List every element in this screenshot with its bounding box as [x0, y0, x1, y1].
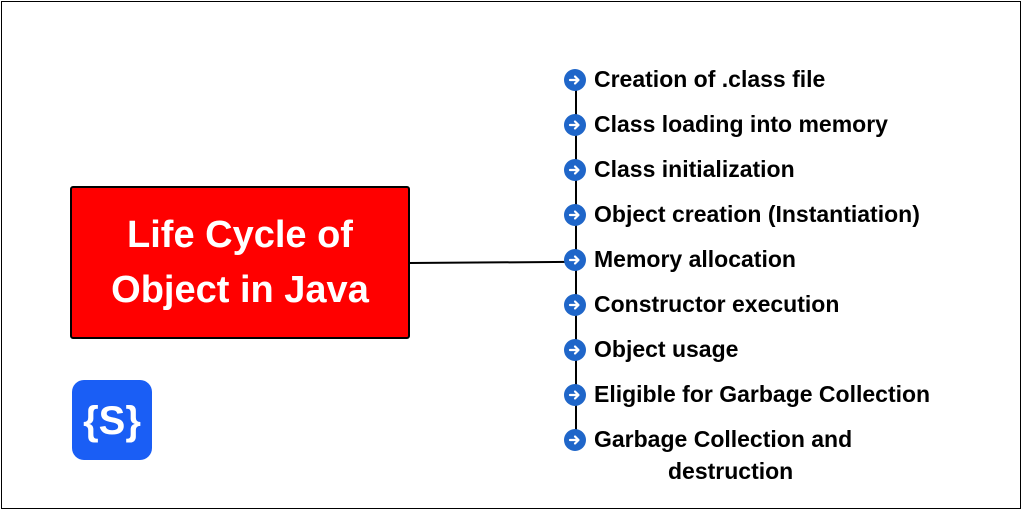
arrow-right-circle-icon: [564, 383, 586, 406]
step-item: Eligible for Garbage Collection: [564, 381, 930, 408]
arrow-right-circle-icon: [564, 203, 586, 226]
arrow-right-circle-icon: [564, 248, 586, 271]
step-label: Memory allocation: [594, 246, 796, 272]
arrow-right-circle-icon: [564, 113, 586, 136]
brace-s-logo-icon: {S}: [72, 380, 152, 460]
arrow-right-circle-icon: [564, 338, 586, 361]
step-item: Creation of .class file: [564, 66, 825, 93]
step-item: Class loading into memory: [564, 111, 888, 138]
diagram-title: Life Cycle of Object in Java: [111, 213, 369, 311]
step-item: Garbage Collection and: [564, 426, 852, 453]
step-item: Object usage: [564, 336, 738, 363]
step-label: Eligible for Garbage Collection: [594, 381, 931, 407]
arrow-right-circle-icon: [564, 428, 586, 451]
title-box: Life Cycle of Object in Java: [70, 186, 410, 339]
step-label: Object usage: [594, 336, 739, 362]
arrow-right-circle-icon: [564, 68, 586, 91]
step-item: Constructor execution: [564, 291, 839, 318]
step-label: Object creation (Instantiation): [594, 201, 920, 227]
step-item: Class initialization: [564, 156, 795, 183]
step-label-continuation: destruction: [668, 458, 794, 484]
step-label: Class loading into memory: [594, 111, 888, 137]
logo-text: {S}: [83, 399, 141, 443]
arrow-right-circle-icon: [564, 158, 586, 181]
step-label: Class initialization: [594, 156, 795, 182]
step-label: Creation of .class file: [594, 66, 826, 92]
step-label: Garbage Collection and: [594, 426, 853, 452]
step-item: Object creation (Instantiation): [564, 201, 920, 228]
step-item: Memory allocation: [564, 246, 796, 273]
step-label: Constructor execution: [594, 291, 840, 317]
arrow-right-circle-icon: [564, 293, 586, 316]
